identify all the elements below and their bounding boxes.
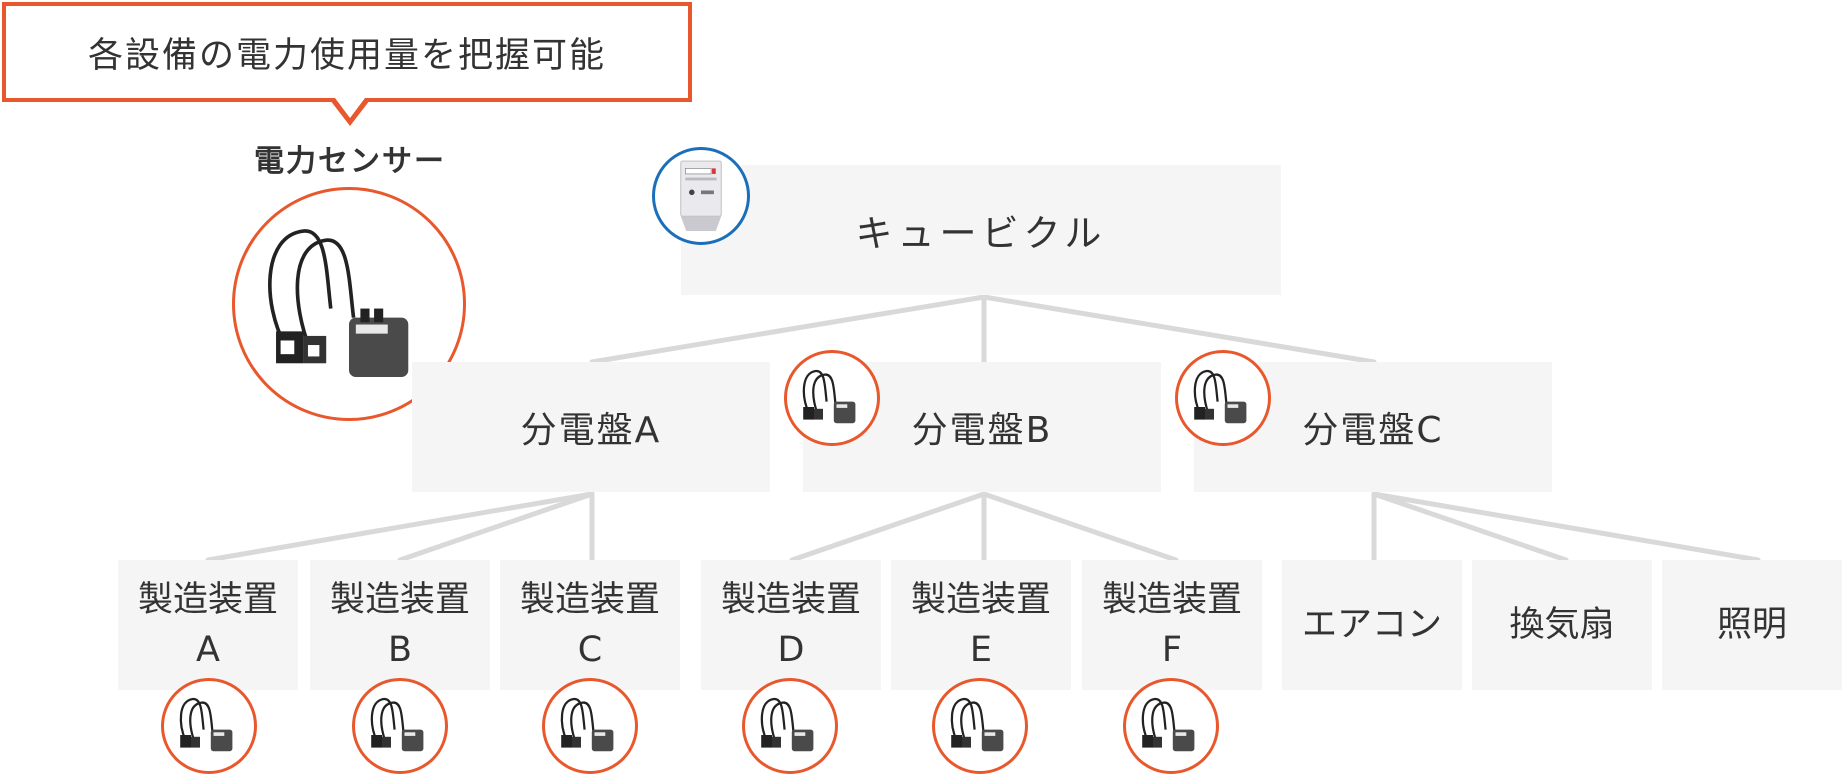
callout-box: 各設備の電力使用量を把握可能 — [2, 2, 692, 102]
device-a-sensor-icon — [161, 678, 257, 774]
device-label: 製造装置 — [910, 580, 1051, 620]
device-e-sensor-icon — [932, 678, 1028, 774]
device-c-node: 製造装置 C — [500, 560, 680, 690]
device-d-node: 製造装置 D — [701, 560, 881, 690]
device-sub-label: B — [387, 630, 412, 670]
ventilation-fan-node: 換気扇 — [1472, 560, 1652, 690]
meter-icon — [652, 147, 750, 245]
device-sub-label: F — [1161, 630, 1183, 670]
device-f-sensor-icon — [1123, 678, 1219, 774]
device-sub-label: C — [577, 630, 603, 670]
device-sub-label: D — [777, 630, 805, 670]
device-f-node: 製造装置 F — [1082, 560, 1262, 690]
device-d-sensor-icon — [742, 678, 838, 774]
device-b-sensor-icon — [352, 678, 448, 774]
device-label: 照明 — [1716, 605, 1787, 645]
device-a-node: 製造装置 A — [118, 560, 298, 690]
device-e-node: 製造装置 E — [891, 560, 1071, 690]
device-sub-label: E — [969, 630, 993, 670]
device-label: 製造装置 — [1101, 580, 1242, 620]
device-label: 製造装置 — [519, 580, 660, 620]
device-label: 製造装置 — [329, 580, 470, 620]
lighting-node: 照明 — [1662, 560, 1842, 690]
device-b-node: 製造装置 B — [310, 560, 490, 690]
callout-text: 各設備の電力使用量を把握可能 — [87, 35, 606, 76]
cubicle-label: キュービクル — [855, 212, 1107, 255]
device-sub-label: A — [196, 630, 220, 670]
device-label: エアコン — [1301, 605, 1442, 645]
sensor-label: 電力センサー — [254, 144, 446, 179]
cubicle-node: キュービクル — [681, 165, 1281, 295]
panel-b-sensor-icon — [784, 350, 880, 446]
device-label: 換気扇 — [1509, 605, 1615, 645]
device-c-sensor-icon — [542, 678, 638, 774]
panel-c-sensor-icon — [1175, 350, 1271, 446]
device-label: 製造装置 — [720, 580, 861, 620]
aircon-node: エアコン — [1282, 560, 1462, 690]
panel-a-node: 分電盤A — [412, 362, 770, 492]
panel-c-label: 分電盤C — [1302, 410, 1444, 451]
panel-a-label: 分電盤A — [520, 410, 662, 451]
panel-b-label: 分電盤B — [911, 410, 1053, 451]
device-label: 製造装置 — [137, 580, 278, 620]
